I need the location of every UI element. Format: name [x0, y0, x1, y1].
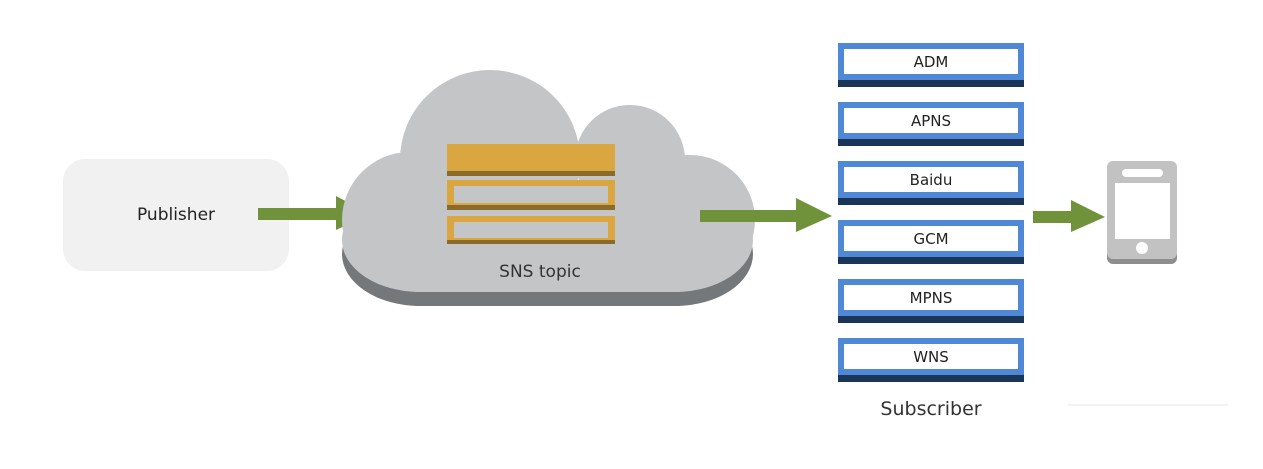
subscriber-apns: APNS — [838, 102, 1024, 146]
subscriber-gcm: GCM — [838, 220, 1024, 264]
subscriber-label: ADM — [844, 49, 1018, 74]
publisher-node: Publisher — [63, 159, 289, 271]
subscriber-mpns: MPNS — [838, 279, 1024, 323]
mobile-device-icon — [1107, 161, 1177, 264]
subscriber-baidu: Baidu — [838, 161, 1024, 205]
divider-line — [1068, 404, 1228, 406]
subscriber-label: WNS — [844, 344, 1018, 369]
subscriber-label: APNS — [844, 108, 1018, 133]
subscriber-label: MPNS — [844, 285, 1018, 310]
subscriber-label: GCM — [844, 226, 1018, 251]
topic-label: SNS topic — [499, 262, 581, 282]
subscriber-label: Baidu — [844, 167, 1018, 192]
arrow-subscribers-to-device — [1033, 200, 1105, 232]
publisher-label: Publisher — [136, 205, 216, 225]
sns-cloud — [342, 70, 755, 306]
sns-topic-stack-icon — [447, 144, 615, 244]
subscriber-group-label: Subscriber — [880, 398, 982, 420]
subscriber-adm: ADM — [838, 43, 1024, 87]
subscriber-wns: WNS — [838, 338, 1024, 382]
arrow-topic-to-subscribers — [700, 198, 832, 232]
